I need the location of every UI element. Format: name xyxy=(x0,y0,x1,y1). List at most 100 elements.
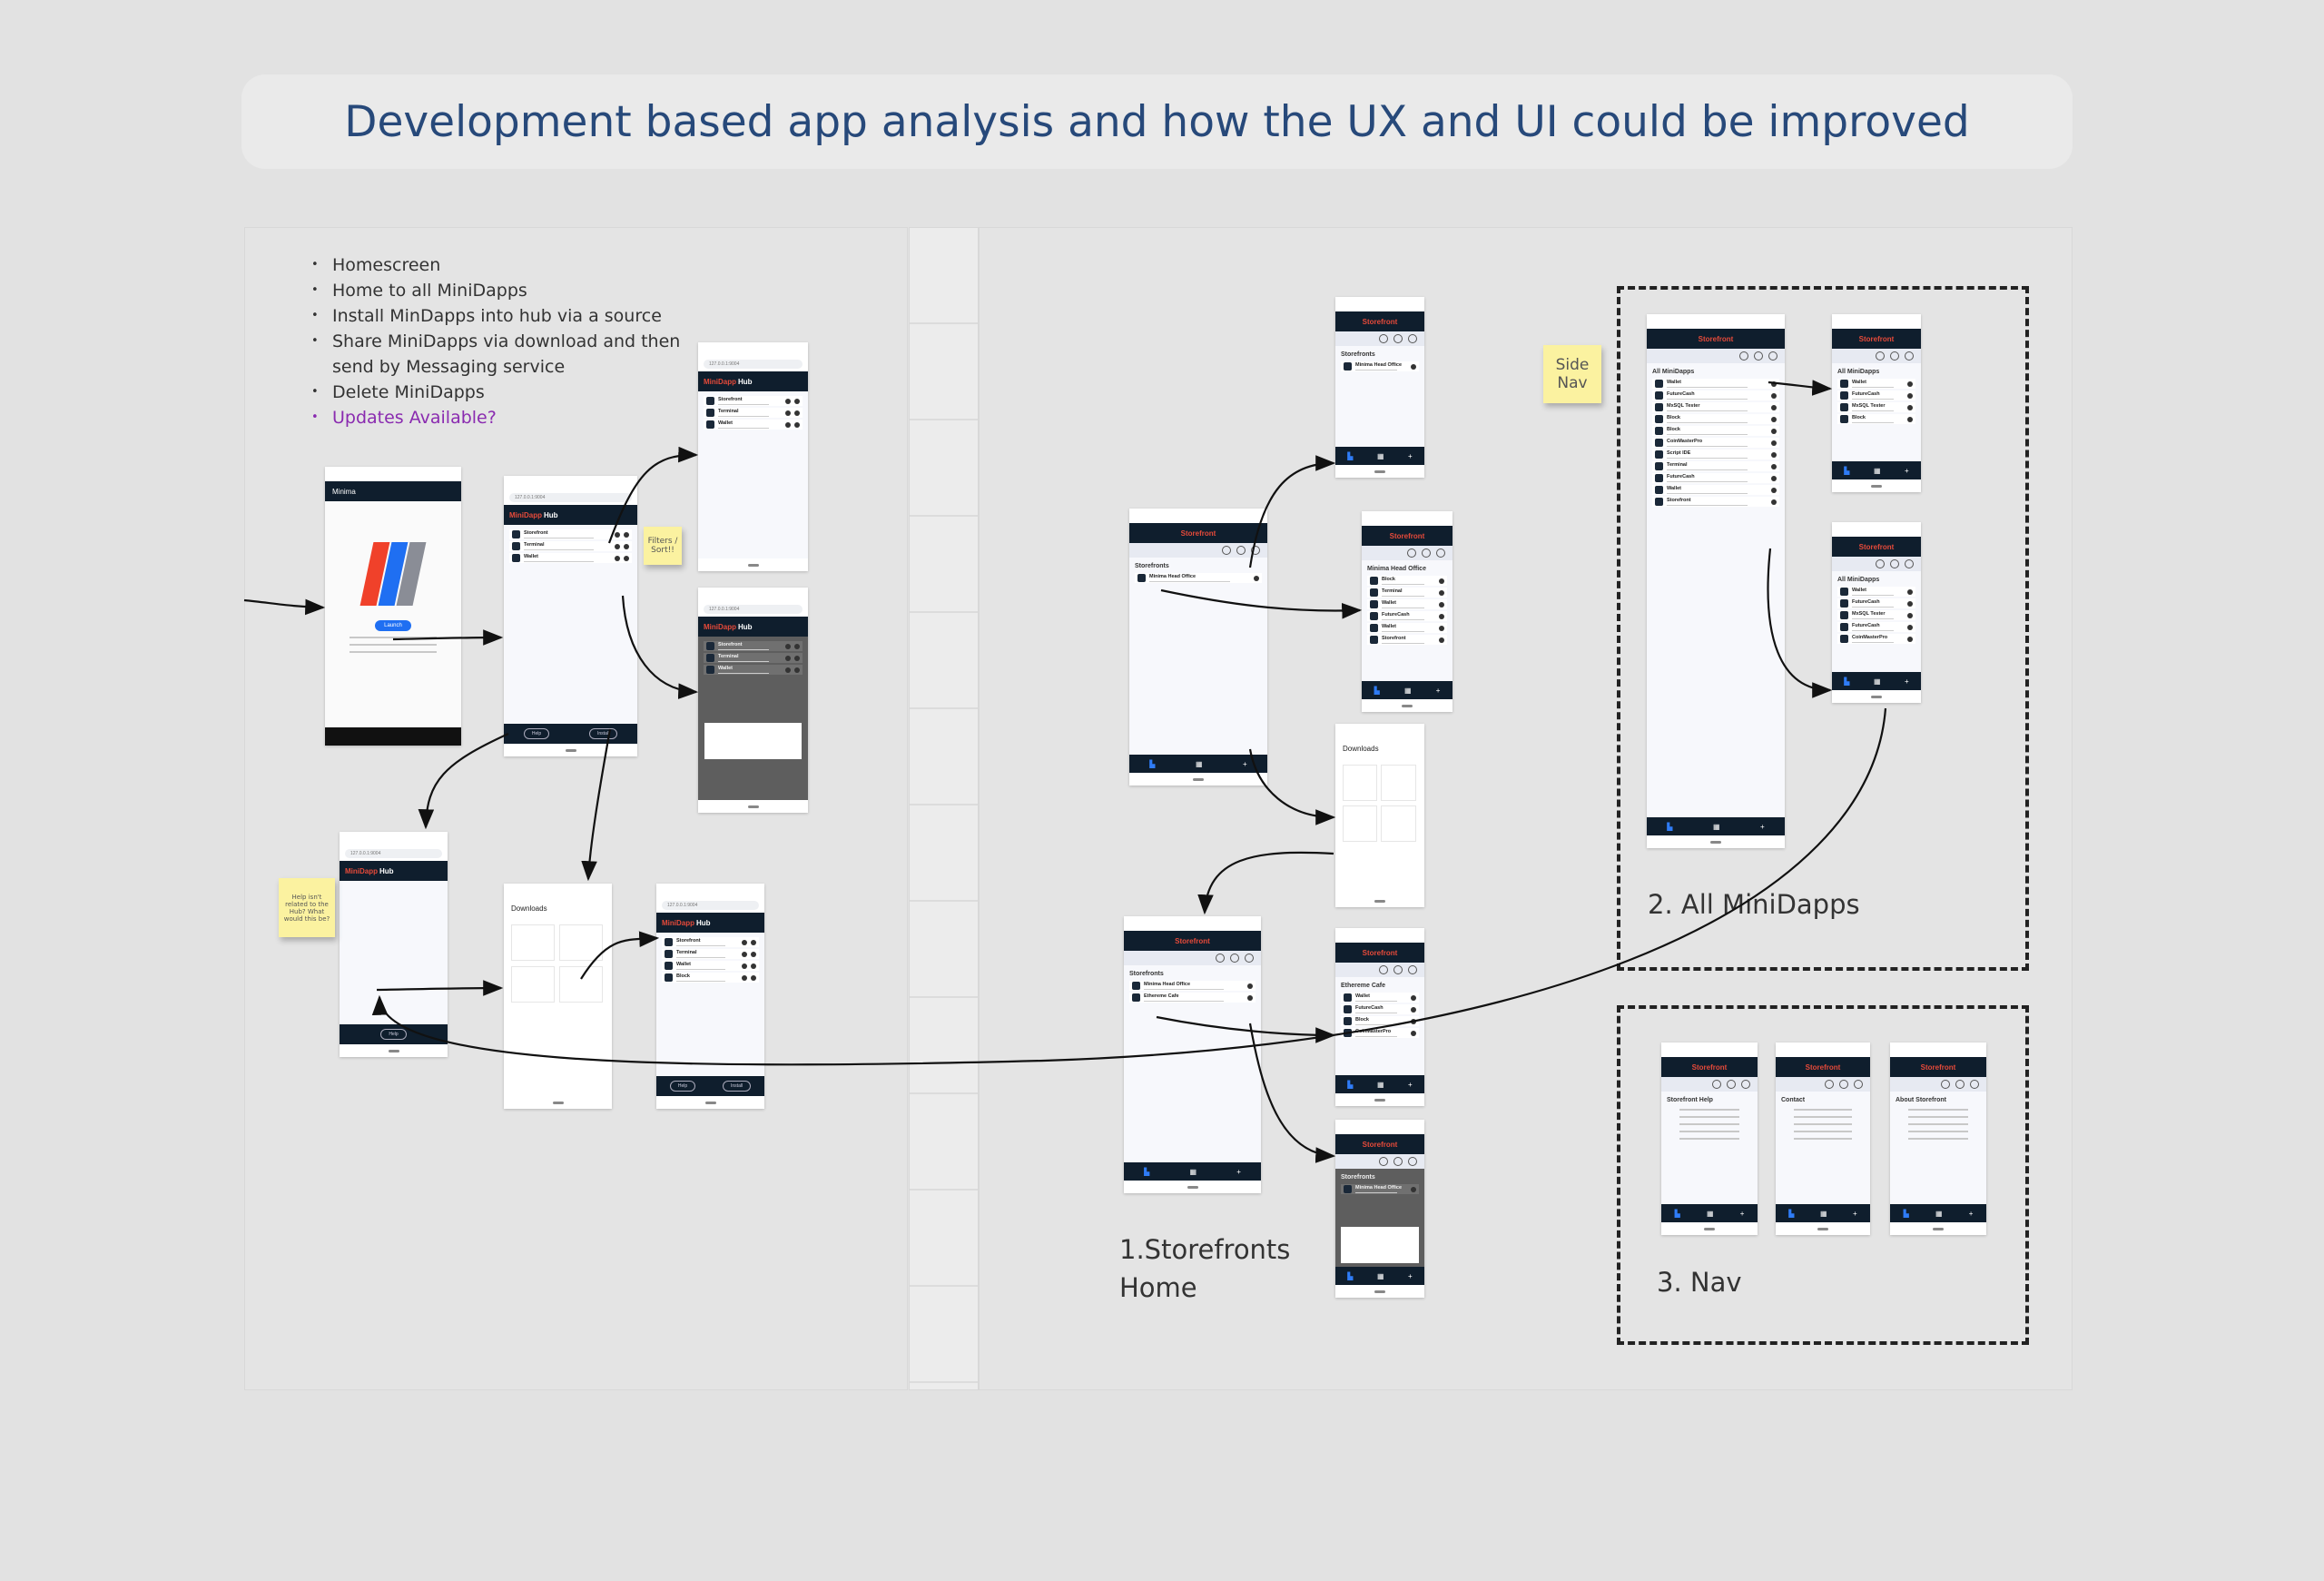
help-icon[interactable] xyxy=(1379,1157,1388,1166)
add-nav-icon[interactable]: + xyxy=(1408,451,1413,460)
delete-icon[interactable] xyxy=(794,421,800,428)
store-row[interactable]: Storefront xyxy=(1367,635,1447,645)
help-icon[interactable] xyxy=(1222,546,1231,555)
help-icon[interactable] xyxy=(1876,351,1885,361)
download-icon[interactable] xyxy=(1771,416,1777,422)
account-icon[interactable] xyxy=(1839,1080,1848,1089)
account-icon[interactable] xyxy=(1890,351,1899,361)
share-icon[interactable] xyxy=(742,974,747,981)
all-minidapps-nav-icon[interactable]: ▦ xyxy=(1195,759,1203,768)
delete-icon[interactable] xyxy=(624,543,629,549)
store-row[interactable]: Terminal xyxy=(1367,588,1447,598)
delete-icon[interactable] xyxy=(794,643,800,649)
minidapp-row[interactable]: Terminal xyxy=(509,541,632,551)
help-icon[interactable] xyxy=(1379,334,1388,343)
add-nav-icon[interactable]: + xyxy=(1408,1080,1413,1089)
store-row[interactable]: Wallet xyxy=(1367,599,1447,609)
minidapp-row[interactable]: Block xyxy=(662,973,759,983)
footer-button[interactable]: Install xyxy=(723,1081,752,1092)
info-icon[interactable] xyxy=(1408,965,1417,974)
download-icon[interactable] xyxy=(1907,600,1913,607)
download-icon[interactable] xyxy=(1439,625,1444,631)
account-icon[interactable] xyxy=(1727,1080,1736,1089)
minidapp-row[interactable]: Wallet xyxy=(704,665,803,675)
all-minidapps-nav-icon[interactable]: ▦ xyxy=(1403,686,1412,695)
download-icon[interactable] xyxy=(1771,463,1777,469)
info-icon[interactable] xyxy=(1905,559,1914,568)
delete-icon[interactable] xyxy=(794,398,800,404)
file-tile[interactable] xyxy=(511,924,556,962)
minidapp-row[interactable]: Storefront xyxy=(704,641,803,651)
download-icon[interactable] xyxy=(1771,440,1777,446)
confirm-dialog[interactable] xyxy=(1340,1226,1420,1263)
share-icon[interactable] xyxy=(785,410,791,416)
all-minidapps-nav-icon[interactable]: ▦ xyxy=(1712,822,1720,831)
store-row[interactable]: FutureCash xyxy=(1837,390,1915,400)
storefronts-nav-icon[interactable]: ▙ xyxy=(1144,1167,1150,1176)
file-tile[interactable] xyxy=(1380,805,1416,843)
minidapp-row[interactable]: Storefront xyxy=(704,396,803,406)
share-icon[interactable] xyxy=(615,555,620,561)
share-icon[interactable] xyxy=(615,543,620,549)
all-minidapps-nav-icon[interactable]: ▦ xyxy=(1935,1209,1943,1218)
store-row[interactable]: Terminal xyxy=(1652,461,1779,471)
download-icon[interactable] xyxy=(1411,1186,1416,1192)
info-icon[interactable] xyxy=(1408,334,1417,343)
storefronts-nav-icon[interactable]: ▙ xyxy=(1347,1271,1354,1280)
download-icon[interactable] xyxy=(1771,475,1777,481)
info-icon[interactable] xyxy=(1741,1080,1750,1089)
store-row[interactable]: FutureCash xyxy=(1837,598,1915,608)
storefronts-nav-icon[interactable]: ▙ xyxy=(1674,1209,1680,1218)
minidapp-row[interactable]: Storefront xyxy=(509,529,632,539)
account-icon[interactable] xyxy=(1393,965,1403,974)
delete-icon[interactable] xyxy=(624,531,629,538)
store-row[interactable]: Wallet xyxy=(1837,587,1915,597)
delete-icon[interactable] xyxy=(751,974,756,981)
add-nav-icon[interactable]: + xyxy=(1968,1209,1974,1218)
storefronts-nav-icon[interactable]: ▙ xyxy=(1844,466,1850,475)
file-tile[interactable] xyxy=(1342,805,1378,843)
info-icon[interactable] xyxy=(1245,954,1254,963)
store-row[interactable]: Block xyxy=(1341,1016,1419,1026)
download-icon[interactable] xyxy=(1771,404,1777,410)
delete-icon[interactable] xyxy=(751,951,756,957)
store-row[interactable]: MxSQL Tester xyxy=(1837,402,1915,412)
store-row[interactable]: Block xyxy=(1652,426,1779,436)
address-bar[interactable]: 127.0.0.1:9004 xyxy=(698,357,808,371)
download-icon[interactable] xyxy=(1439,613,1444,619)
help-icon[interactable] xyxy=(1876,559,1885,568)
store-row[interactable]: Block xyxy=(1652,414,1779,424)
add-nav-icon[interactable]: + xyxy=(1243,759,1247,768)
share-icon[interactable] xyxy=(785,667,791,673)
minidapp-row[interactable]: Terminal xyxy=(704,653,803,663)
file-tile[interactable] xyxy=(1380,764,1416,801)
share-icon[interactable] xyxy=(785,655,791,661)
download-icon[interactable] xyxy=(1907,612,1913,618)
launch-button[interactable]: Launch xyxy=(375,620,411,631)
store-row[interactable]: MxSQL Tester xyxy=(1837,610,1915,620)
download-icon[interactable] xyxy=(1907,380,1913,387)
address-bar[interactable]: 127.0.0.1:9004 xyxy=(340,846,448,861)
footer-button[interactable]: Help xyxy=(380,1029,407,1040)
all-minidapps-nav-icon[interactable]: ▦ xyxy=(1873,677,1881,686)
storefronts-nav-icon[interactable]: ▙ xyxy=(1667,822,1673,831)
store-row[interactable]: FutureCash xyxy=(1367,611,1447,621)
add-nav-icon[interactable]: + xyxy=(1760,822,1765,831)
file-tile[interactable] xyxy=(1342,764,1378,801)
footer-button[interactable]: Help xyxy=(669,1081,696,1092)
download-icon[interactable] xyxy=(1439,637,1444,643)
all-minidapps-nav-icon[interactable]: ▦ xyxy=(1376,1080,1384,1089)
storefronts-nav-icon[interactable]: ▙ xyxy=(1347,1080,1354,1089)
delete-icon[interactable] xyxy=(624,555,629,561)
add-nav-icon[interactable]: + xyxy=(1905,466,1909,475)
share-icon[interactable] xyxy=(785,643,791,649)
download-icon[interactable] xyxy=(1411,1018,1416,1024)
storefronts-nav-icon[interactable]: ▙ xyxy=(1149,759,1156,768)
share-icon[interactable] xyxy=(785,398,791,404)
account-icon[interactable] xyxy=(1422,548,1431,558)
share-icon[interactable] xyxy=(742,963,747,969)
store-row[interactable]: FutureCash xyxy=(1837,622,1915,632)
download-icon[interactable] xyxy=(1771,487,1777,493)
store-row[interactable]: Minima Head Office xyxy=(1341,361,1419,371)
add-nav-icon[interactable]: + xyxy=(1236,1167,1241,1176)
